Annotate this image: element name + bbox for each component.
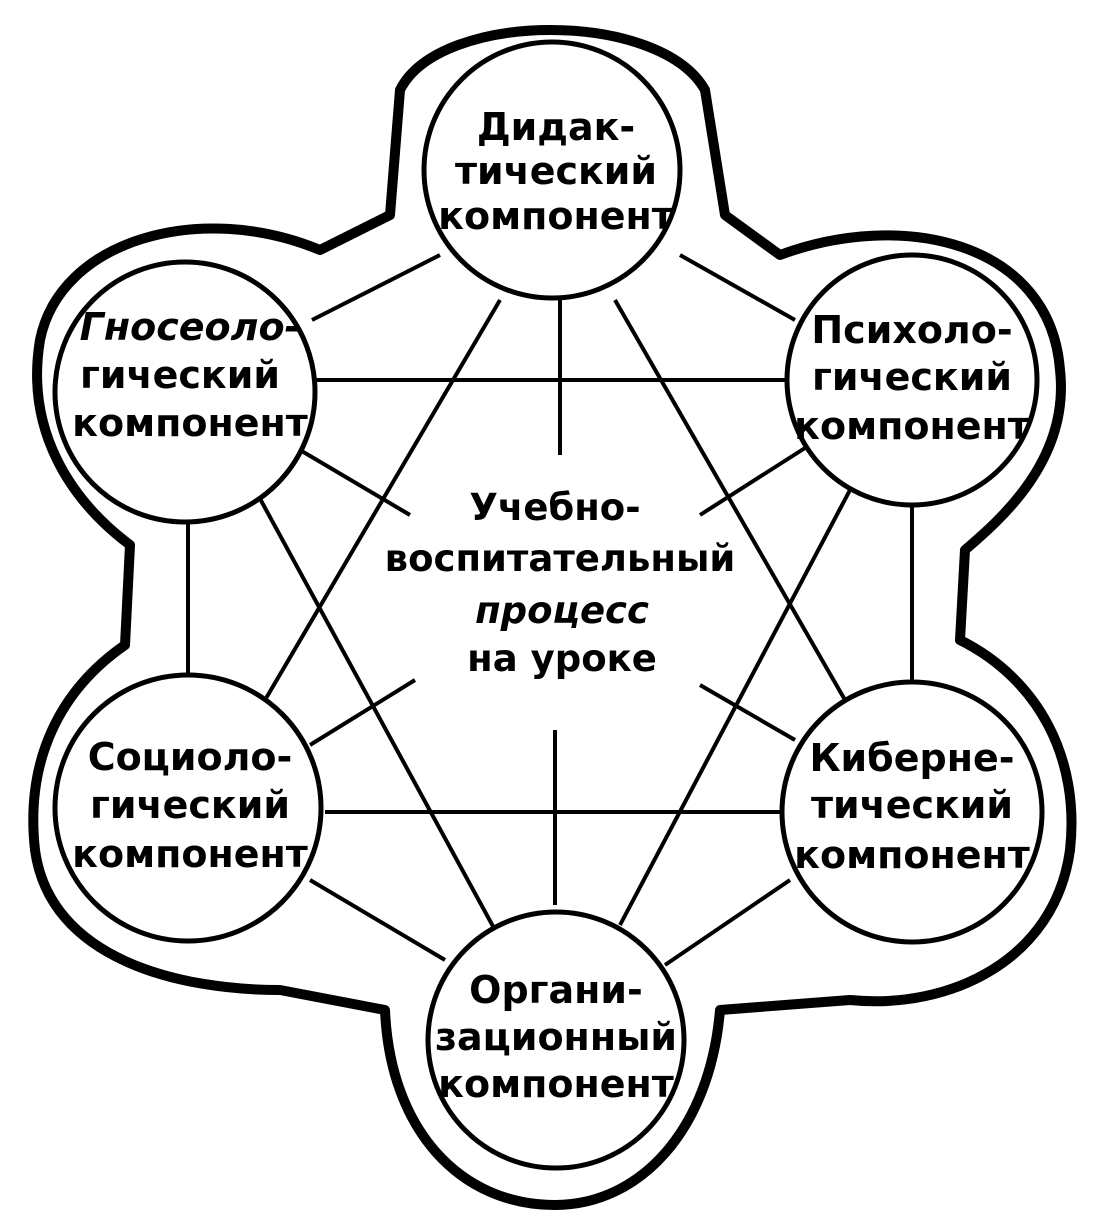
node-cybernetic-line-2: тический	[811, 783, 1013, 827]
node-sociological-line-2: гический	[90, 783, 290, 827]
circle-cybernetic	[779, 679, 1045, 945]
line-didactic-cybernetic	[613, 299, 847, 701]
component-circles	[52, 39, 1045, 1171]
circle-psychological	[784, 252, 1040, 508]
line-center-cybernetic	[698, 683, 797, 742]
circle-organizational	[425, 909, 687, 1171]
node-didactic: Дидак- тический компонент	[438, 105, 674, 238]
line-cybernetic-organizational	[663, 878, 792, 967]
node-gnoseological-line-3: компонент	[72, 401, 308, 445]
node-sociological: Социоло- гический компонент	[72, 735, 308, 876]
center-label: Учебно- воспитательный процесс на уроке	[385, 486, 736, 680]
node-didactic-line-2: тический	[455, 149, 657, 193]
node-psychological-line-1: Психоло-	[811, 308, 1012, 352]
connector-lines	[186, 253, 914, 967]
node-cybernetic-line-3: компонент	[794, 833, 1030, 877]
line-center-sociological	[308, 678, 417, 747]
node-sociological-line-3: компонент	[72, 832, 308, 876]
center-line-3: процесс	[475, 589, 649, 632]
node-organizational: Органи- зационный компонент	[435, 968, 677, 1106]
node-cybernetic-line-1: Киберне-	[810, 736, 1015, 780]
node-sociological-line-1: Социоло-	[88, 735, 293, 779]
node-didactic-line-3: компонент	[438, 194, 674, 238]
node-cybernetic: Киберне- тический компонент	[794, 736, 1030, 877]
center-line-1: Учебно-	[469, 486, 640, 529]
line-didactic-psychological	[679, 253, 796, 322]
node-gnoseological: Гносеоло- гический компонент	[72, 305, 308, 445]
line-didactic-gnoseological	[311, 253, 441, 322]
line-sociological-organizational	[308, 878, 447, 962]
line-center-psychological	[698, 446, 807, 517]
center-line-2: воспитательный	[385, 537, 736, 580]
line-center-gnoseological	[298, 448, 412, 517]
node-psychological: Психоло- гический компонент	[794, 308, 1030, 448]
node-psychological-line-2: гический	[812, 355, 1012, 399]
node-organizational-line-2: зационный	[435, 1015, 677, 1059]
circle-didactic	[421, 39, 683, 301]
circle-sociological	[52, 672, 324, 944]
node-organizational-line-1: Органи-	[469, 968, 643, 1012]
outer-boundary-path	[28, 25, 1077, 1210]
node-psychological-line-3: компонент	[794, 404, 1030, 448]
line-gnoseological-organizational	[256, 494, 497, 931]
node-gnoseological-line-2: гический	[80, 353, 280, 397]
center-line-4: на уроке	[467, 637, 657, 680]
circle-gnoseological	[52, 259, 318, 525]
outer-boundary	[28, 25, 1077, 1210]
node-didactic-line-1: Дидак-	[477, 105, 635, 149]
node-organizational-line-3: компонент	[438, 1062, 674, 1106]
node-gnoseological-line-1: Гносеоло-	[80, 305, 301, 349]
